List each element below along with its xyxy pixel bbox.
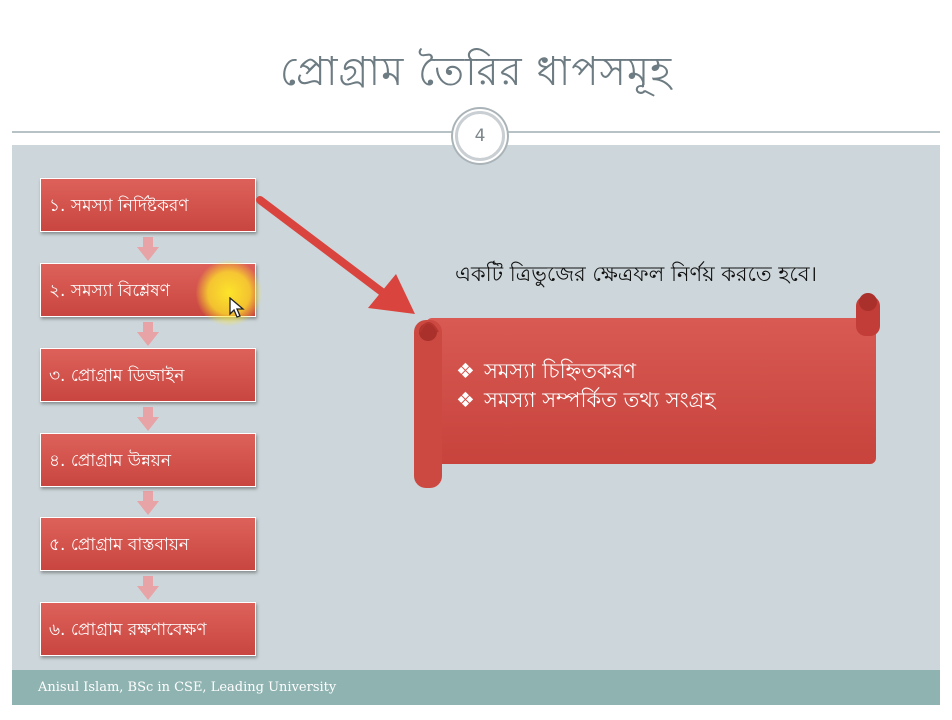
scroll-banner <box>414 293 880 488</box>
mouse-cursor-icon <box>229 297 245 318</box>
cursor-highlight <box>196 260 262 326</box>
bullet-item-1: ❖ সমস্যা চিহ্নিতকরণ <box>456 357 715 386</box>
step-5-box[interactable]: ৫. প্রোগ্রাম বাস্তবায়ন <box>40 517 256 571</box>
footer-text: Anisul Islam, BSc in CSE, Leading Univer… <box>38 680 337 695</box>
scroll-bullet-list: ❖ সমস্যা চিহ্নিতকরণ ❖ সমস্যা সম্পর্কিত তথ্… <box>456 357 715 415</box>
bullet-text-2: সমস্যা সম্পর্কিত তথ্য সংগ্রহ <box>484 388 716 412</box>
slide-title: প্রোগ্রাম তৈরির ধাপসমূহ <box>279 49 673 95</box>
step-1-box[interactable]: ১. সমস্যা নির্দিষ্টকরণ <box>40 178 256 232</box>
title-area: প্রোগ্রাম তৈরির ধাপসমূহ <box>12 0 940 132</box>
down-arrow-icon <box>137 237 159 261</box>
step-6-box[interactable]: ৬. প্রোগ্রাম রক্ষণাবেক্ষণ <box>40 602 256 656</box>
step-4-box[interactable]: ৪. প্রোগ্রাম উন্নয়ন <box>40 433 256 487</box>
down-arrow-icon <box>137 322 159 346</box>
down-arrow-icon <box>137 491 159 515</box>
step-3-box[interactable]: ৩. প্রোগ্রাম ডিজাইন <box>40 348 256 402</box>
bullet-diamond-icon: ❖ <box>456 359 475 383</box>
bullet-item-2: ❖ সমস্যা সম্পর্কিত তথ্য সংগ্রহ <box>456 386 715 415</box>
down-arrow-icon <box>137 407 159 431</box>
example-heading: একটি ত্রিভুজের ক্ষেত্রফল নির্ণয় করতে হব… <box>455 262 818 286</box>
big-right-down-arrow <box>256 196 415 314</box>
bullet-text-1: সমস্যা চিহ্নিতকরণ <box>484 359 636 383</box>
slide-number-badge: 4 <box>455 111 505 161</box>
down-arrow-icon <box>137 576 159 600</box>
bullet-diamond-icon: ❖ <box>456 388 475 412</box>
footer-bar: Anisul Islam, BSc in CSE, Leading Univer… <box>12 670 940 705</box>
